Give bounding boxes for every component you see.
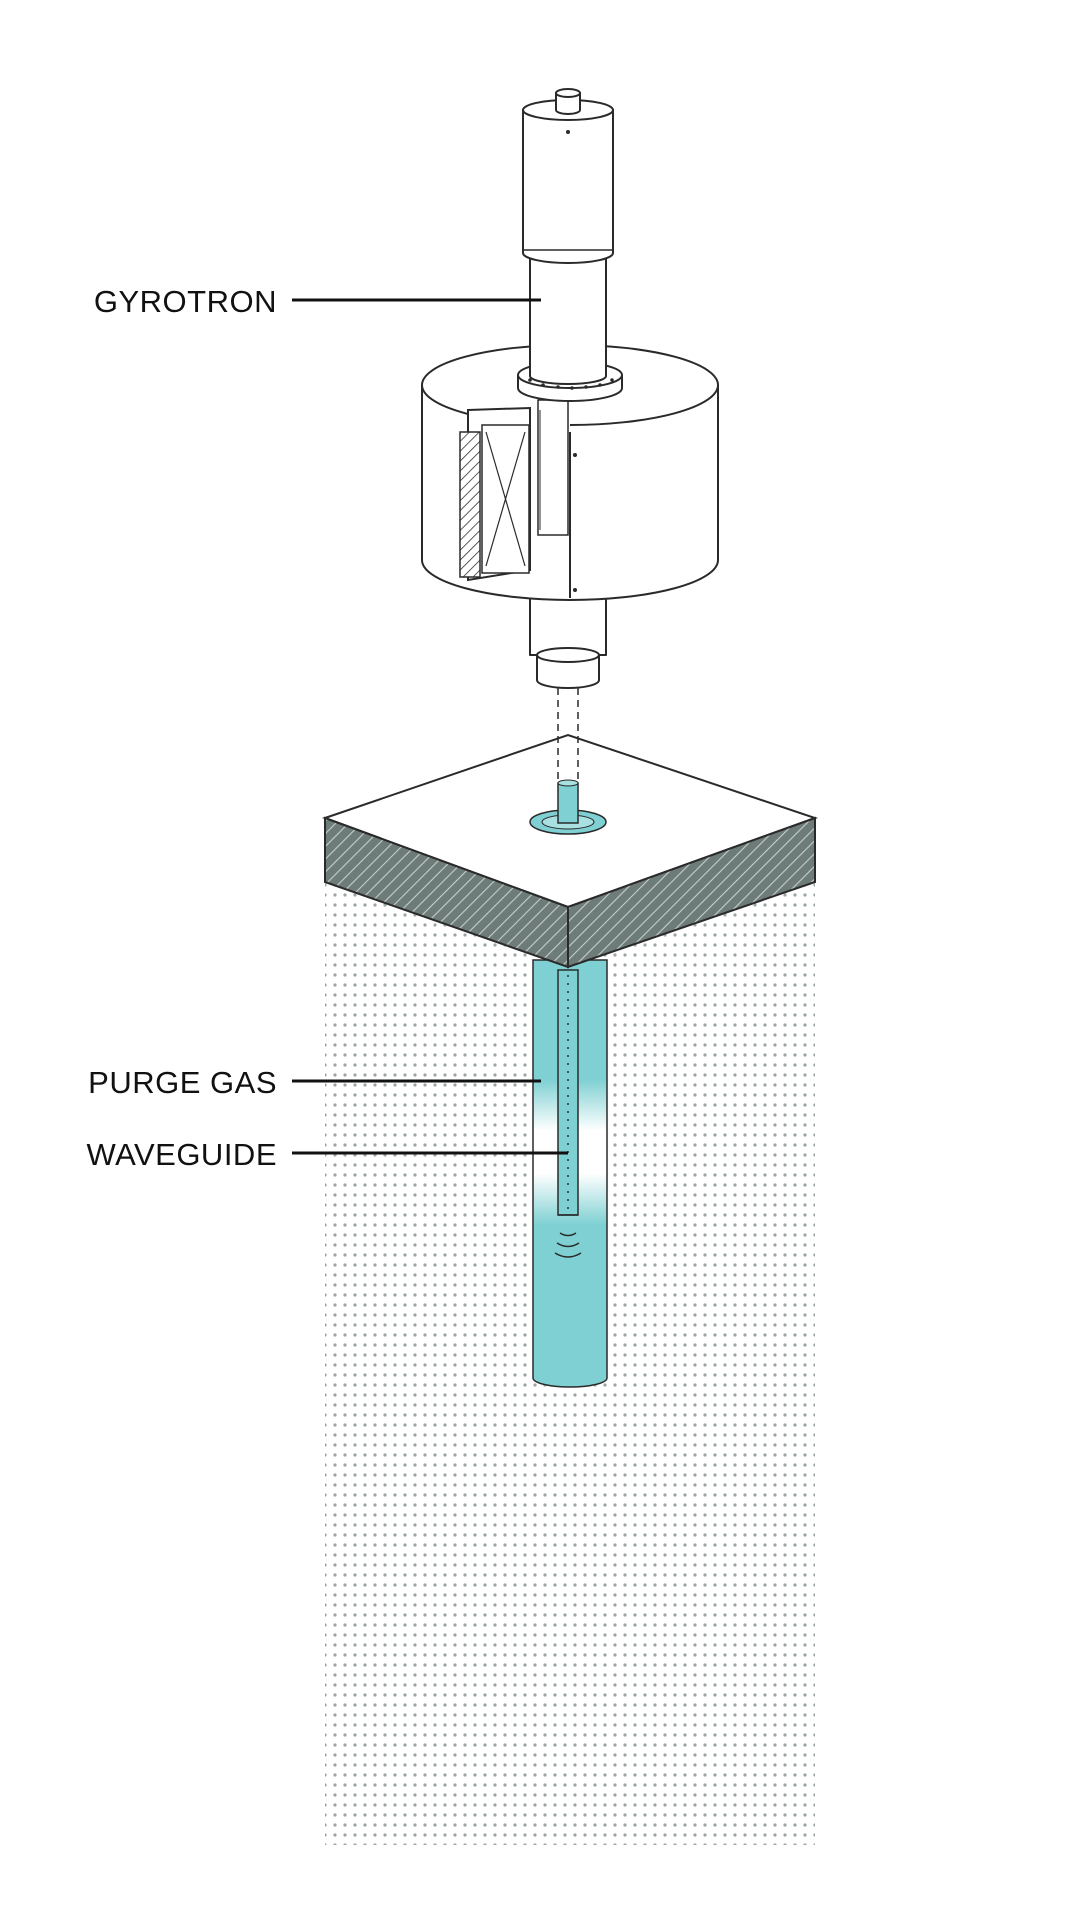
beam-path — [557, 688, 579, 782]
waveguide-tube — [557, 969, 579, 1216]
gyrotron — [421, 88, 719, 689]
microwave-beam-icon — [554, 1232, 582, 1258]
bore-opening — [529, 779, 607, 835]
purge-gas-label: PURGE GAS — [88, 1065, 277, 1100]
waveguide-label: WAVEGUIDE — [86, 1137, 277, 1172]
gyrotron-label: GYROTRON — [94, 284, 277, 319]
